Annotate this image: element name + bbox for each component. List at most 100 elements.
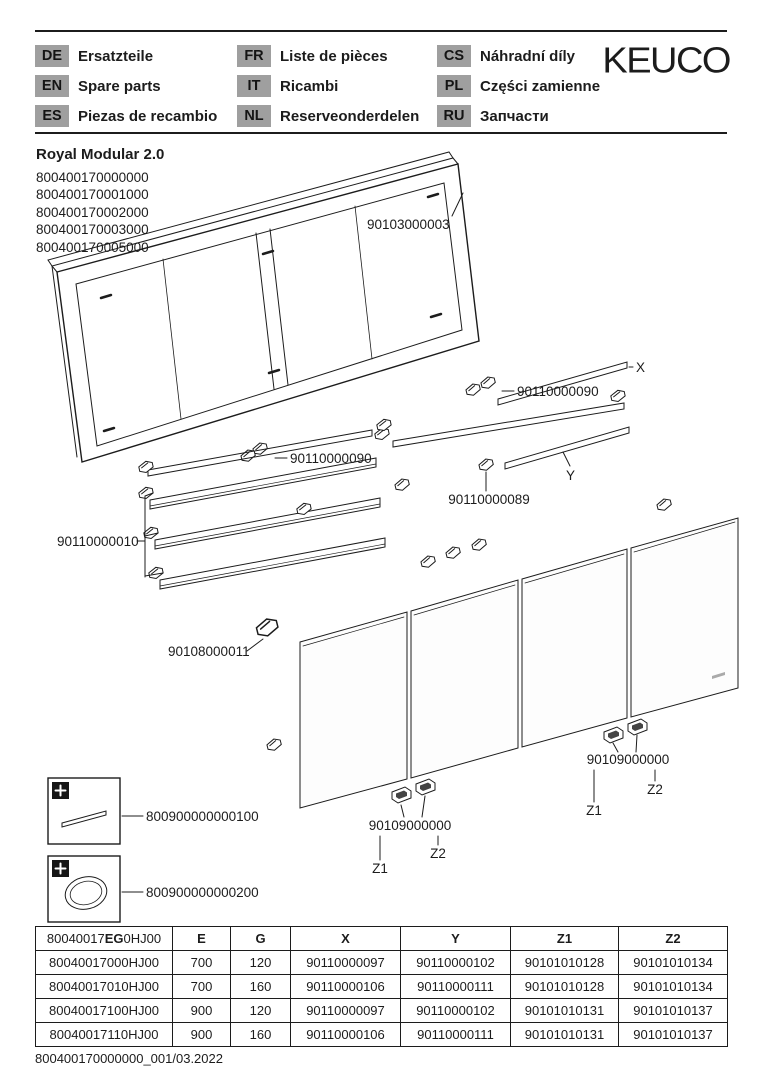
part-label-door-hinge-right: 90109000000 <box>587 752 670 767</box>
table-cell: 160 <box>230 1022 291 1047</box>
table-cell: 90110000102 <box>400 998 511 1023</box>
language-label: Piezas de recambio <box>78 107 218 125</box>
language-code-badge: PL <box>437 75 471 97</box>
table-cell: 90110000097 <box>290 950 401 975</box>
product-code: 800400170000000 <box>36 170 149 185</box>
table-cell: 90110000111 <box>400 974 511 999</box>
language-code-badge: ES <box>35 105 69 127</box>
table-cell: 90110000111 <box>400 1022 511 1047</box>
part-label-rail-2: 90110000090 <box>290 451 372 466</box>
part-label-rail-clip: 90110000089 <box>448 492 530 507</box>
parts-table: 80040017EG0HJ00 E G X Y Z1 Z2 8004001700… <box>35 926 728 1047</box>
top-rule <box>35 30 727 32</box>
table-header-g: G <box>230 926 291 951</box>
table-cell: 120 <box>230 950 291 975</box>
model-code-part: 0HJ00 <box>123 931 162 946</box>
table-header-z2: Z2 <box>618 926 728 951</box>
table-cell: 120 <box>230 998 291 1023</box>
door-hinge-parts: 90109000000 Z1 Z2 90109000000 Z1 Z2 <box>369 718 670 876</box>
language-code-badge: FR <box>237 45 271 67</box>
language-item: NL Reserveonderdelen <box>237 105 437 127</box>
language-item: EN Spare parts <box>35 75 237 97</box>
table-cell: 90110000106 <box>290 1022 401 1047</box>
product-title: Royal Modular 2.0 <box>36 146 165 163</box>
table-cell: 80040017000HJ00 <box>35 950 173 975</box>
language-code-badge: DE <box>35 45 69 67</box>
language-label: Reserveonderdelen <box>280 107 420 125</box>
table-cell: 90110000102 <box>400 950 511 975</box>
language-code-badge: NL <box>237 105 271 127</box>
language-label: Запчасти <box>480 107 549 125</box>
language-item: FR Liste de pièces <box>237 45 437 67</box>
language-label: Części zamienne <box>480 77 601 95</box>
table-header-e: E <box>172 926 231 951</box>
language-label: Liste de pièces <box>280 47 388 65</box>
header-rule <box>35 132 727 134</box>
rail-and-shelf-parts: 90110000090 X Y 90110000089 90110000090 <box>57 360 645 590</box>
language-code-badge: IT <box>237 75 271 97</box>
language-item: PL Części zamienne <box>437 75 657 97</box>
language-label: Ersatzteile <box>78 47 154 65</box>
table-cell: 80040017110HJ00 <box>35 1022 173 1047</box>
brand-logo: KEUCO <box>602 41 731 81</box>
language-item: ES Piezas de recambio <box>35 105 237 127</box>
table-header-model: 80040017EG0HJ00 <box>35 926 173 951</box>
table-cell: 700 <box>172 950 231 975</box>
table-cell: 700 <box>172 974 231 999</box>
language-code-badge: CS <box>437 45 471 67</box>
table-cell: 160 <box>230 974 291 999</box>
door-panels-drawing <box>265 497 739 809</box>
table-cell: 90101010134 <box>618 950 728 975</box>
part-label-hinge: 90108000011 <box>168 644 250 659</box>
language-item: RU Запчасти <box>437 105 657 127</box>
part-label-detail-oval: 800900000000200 <box>146 885 259 900</box>
table-cell: 80040017010HJ00 <box>35 974 173 999</box>
ref-label-y: Y <box>566 468 575 483</box>
ref-label-z2-right: Z2 <box>647 782 663 797</box>
table-header-y: Y <box>400 926 511 951</box>
language-item: IT Ricambi <box>237 75 437 97</box>
table-cell: 90101010137 <box>618 1022 728 1047</box>
product-code: 800400170003000 <box>36 222 149 238</box>
table-cell: 90101010134 <box>618 974 728 999</box>
table-cell: 90101010137 <box>618 998 728 1023</box>
table-cell: 90101010131 <box>510 998 619 1023</box>
ref-label-z1-left: Z1 <box>372 861 388 876</box>
language-code-badge: EN <box>35 75 69 97</box>
language-label: Spare parts <box>78 77 161 95</box>
part-label-door-hinge-left: 90109000000 <box>369 818 452 833</box>
table-header-x: X <box>290 926 401 951</box>
table-cell: 900 <box>172 998 231 1023</box>
ref-label-x: X <box>636 360 645 375</box>
hinge-part-drawing: 90108000011 <box>168 616 281 659</box>
product-code: 800400170005000 <box>36 239 149 255</box>
product-code: 800400170001000 <box>36 187 149 203</box>
table-cell: 90101010128 <box>510 950 619 975</box>
detail-boxes: 800900000000100 800900000000200 <box>47 777 259 923</box>
part-label-rail-1: 90110000090 <box>517 384 599 399</box>
table-cell: 90110000097 <box>290 998 401 1023</box>
table-cell: 90101010128 <box>510 974 619 999</box>
table-header-z1: Z1 <box>510 926 619 951</box>
language-code-badge: RU <box>437 105 471 127</box>
part-label-shelf: 90110000010 <box>57 534 139 549</box>
product-block: Royal Modular 2.0 800400170000000 8004001… <box>36 146 164 256</box>
table-cell: 80040017100HJ00 <box>35 998 173 1023</box>
part-label-cabinet: 90103000003 <box>367 217 450 232</box>
table-cell: 90110000106 <box>290 974 401 999</box>
table-cell: 90101010131 <box>510 1022 619 1047</box>
model-code-part: 80040017 <box>46 931 105 946</box>
product-code: 800400170002000 <box>36 204 149 220</box>
document-reference: 800400170000000_001/03.2022 <box>35 1051 223 1066</box>
ref-label-z2-left: Z2 <box>430 846 446 861</box>
model-code-part-bold: EG <box>104 931 124 946</box>
language-label: Ricambi <box>280 77 339 95</box>
language-item: DE Ersatzteile <box>35 45 237 67</box>
